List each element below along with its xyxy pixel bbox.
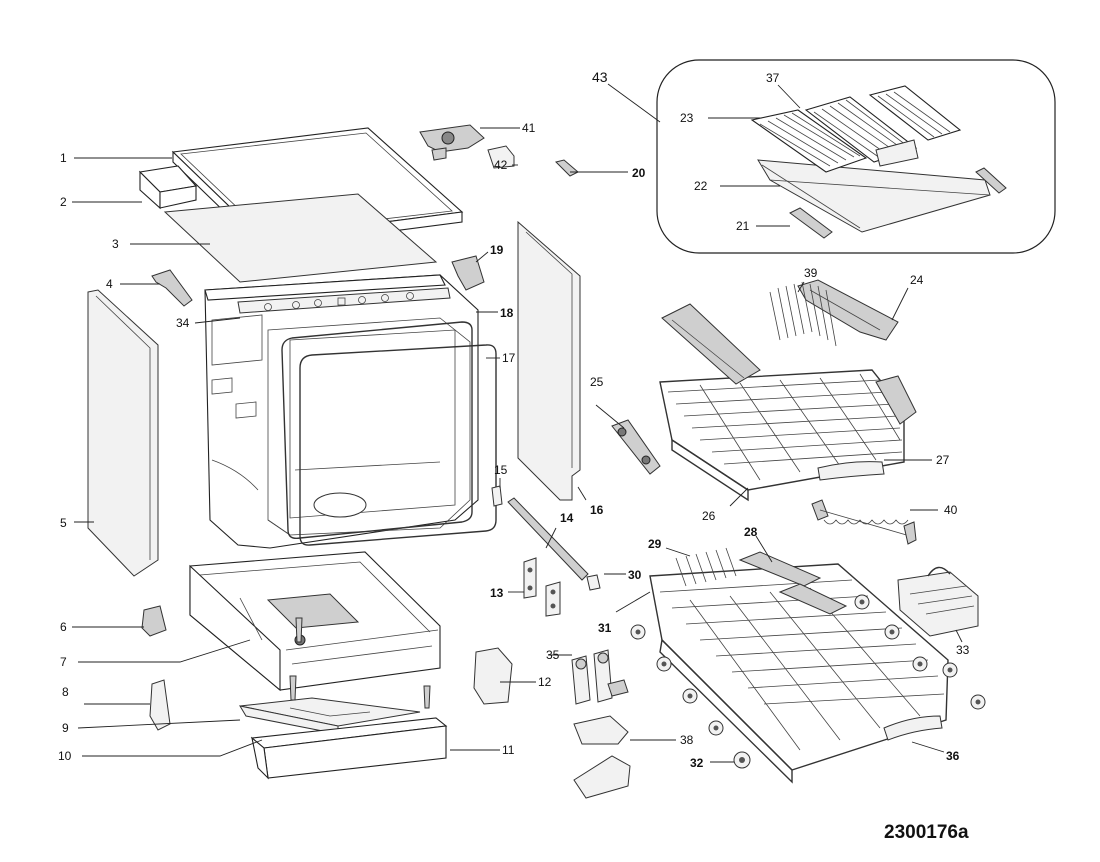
- part-27-basket-handle: [817, 461, 885, 481]
- callout-1: 1: [60, 151, 67, 165]
- part-23-tray: [750, 109, 868, 173]
- part-12-panel: [473, 647, 513, 705]
- callout-25: 25: [590, 375, 604, 389]
- callout-11: 11: [502, 743, 515, 757]
- callout-31: 31: [598, 621, 612, 635]
- part-36-basket-handle: [883, 715, 943, 741]
- part-11-plinth: [250, 717, 448, 780]
- callout-19: 19: [490, 243, 504, 257]
- part-39-tine-row: [769, 281, 837, 347]
- callout-7: 7: [60, 655, 67, 669]
- callout-23: 23: [680, 111, 694, 125]
- callout-16: 16: [590, 503, 604, 517]
- part-10-screws: [289, 617, 431, 709]
- part-19-bracket: [451, 255, 485, 291]
- callout-36: 36: [946, 749, 960, 763]
- part-17-door-frame: [299, 344, 497, 546]
- part-41-door-hinge: [419, 124, 485, 161]
- tub-cabinet: [204, 274, 479, 549]
- part-3-insulation-sheet: [163, 193, 438, 283]
- callout-34: 34: [176, 316, 190, 330]
- callout-39: 39: [804, 266, 818, 280]
- part-33-cutlery-basket: [897, 566, 979, 637]
- callout-9: 9: [62, 721, 69, 735]
- part-24-upper-rack: [797, 279, 899, 341]
- callout-41: 41: [522, 121, 536, 135]
- part-29-tine-row: [675, 547, 737, 587]
- callout-20: 20: [632, 166, 646, 180]
- part-35-wheel-assembly: [571, 649, 629, 705]
- part-6-pump: [141, 605, 167, 637]
- part-18-door-seal: [281, 321, 473, 540]
- callout-3: 3: [112, 237, 119, 251]
- callout-35: 35: [546, 648, 560, 662]
- part-cup-rack-left: [661, 303, 761, 385]
- callout-labels: 1 2 3 4 5 6 7 8 9 10 11 12 13 14 15 16 1…: [58, 69, 970, 770]
- part-25-rail-stop: [611, 419, 661, 475]
- part-40-rail: [811, 499, 917, 545]
- part-42-latch: [487, 145, 515, 169]
- callout-43: 43: [592, 69, 608, 85]
- callout-2: 2: [60, 195, 67, 209]
- part-tray-right: [868, 85, 962, 141]
- part-30-clip: [586, 574, 601, 591]
- part-15-clip: [491, 485, 503, 507]
- callout-28: 28: [744, 525, 758, 539]
- callout-38: 38: [680, 733, 694, 747]
- part-4-bracket: [151, 269, 193, 307]
- part-7-base: [189, 551, 441, 692]
- leader-lines: [72, 83, 963, 763]
- callout-10: 10: [58, 749, 72, 763]
- callout-5: 5: [60, 516, 67, 530]
- callout-17: 17: [502, 351, 516, 365]
- callout-40: 40: [944, 503, 958, 517]
- callout-8: 8: [62, 685, 69, 699]
- part-20-latch-pin: [555, 159, 579, 177]
- part-34-control-panel-strip: [237, 287, 451, 314]
- part-26-upper-basket: [659, 369, 905, 502]
- callout-12: 12: [538, 675, 552, 689]
- callout-27: 27: [936, 453, 950, 467]
- part-5-side-panel: [87, 289, 159, 577]
- callout-42: 42: [494, 158, 508, 172]
- callout-32: 32: [690, 756, 704, 770]
- part-16-side-panel: [517, 220, 581, 501]
- callout-26: 26: [702, 509, 716, 523]
- part-37-tray: [804, 96, 919, 167]
- part-22-tray-rail: [757, 159, 991, 233]
- part-28-fold-rack: [738, 551, 848, 615]
- part-31-lower-basket: [649, 563, 949, 784]
- callout-21: 21: [736, 219, 750, 233]
- callout-6: 6: [60, 620, 67, 634]
- part-13-hinge-plates: [523, 557, 561, 617]
- callout-30: 30: [628, 568, 642, 582]
- part-32-wheels: [630, 594, 986, 769]
- part-38-rail-ends: [573, 715, 631, 799]
- callout-37: 37: [766, 71, 780, 85]
- diagram-reference-code: 2300176a: [884, 822, 969, 843]
- callout-18: 18: [500, 306, 514, 320]
- part-side-rack-right: [875, 375, 917, 425]
- callout-15: 15: [494, 463, 508, 477]
- inset-cutlery-tray-panel: [656, 59, 1056, 254]
- callout-4: 4: [106, 277, 113, 291]
- part-14-seal-strip: [507, 497, 589, 581]
- callout-33: 33: [956, 643, 970, 657]
- part-8-cover: [149, 679, 171, 731]
- part-21-clip: [789, 207, 833, 239]
- callout-13: 13: [490, 586, 504, 600]
- part-2-worktop-bracket: [138, 165, 198, 210]
- callout-29: 29: [648, 537, 662, 551]
- callout-14: 14: [560, 511, 574, 525]
- part-rail-end-bracket: [975, 167, 1007, 194]
- callout-24: 24: [910, 273, 924, 287]
- callout-22: 22: [694, 179, 708, 193]
